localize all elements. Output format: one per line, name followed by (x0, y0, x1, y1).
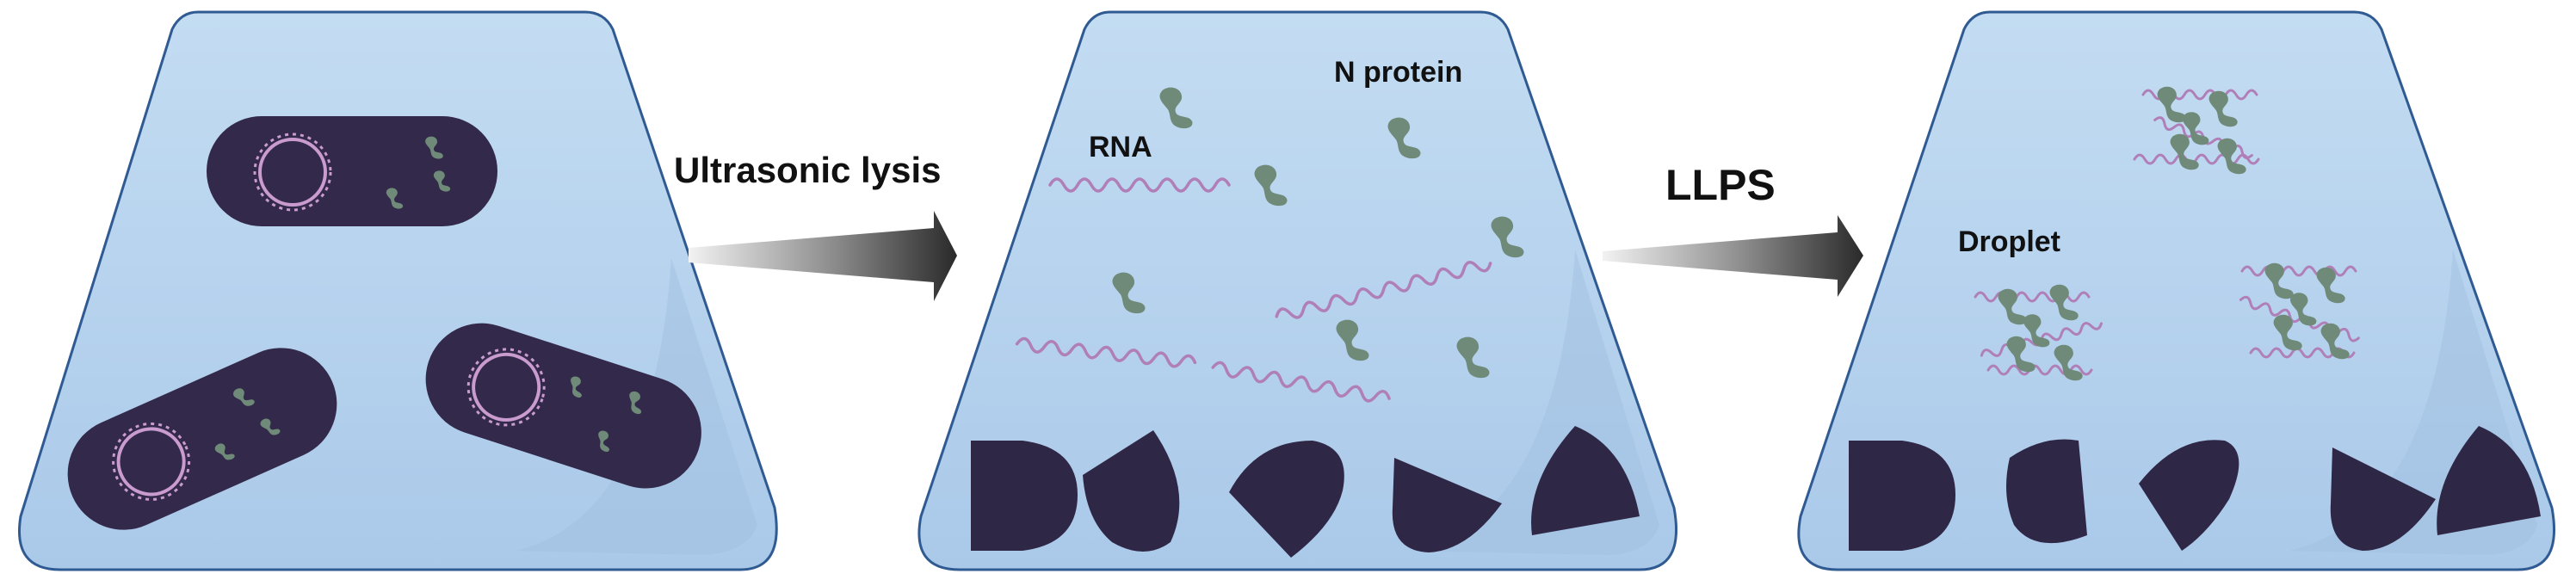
tube-2-body (917, 10, 1678, 571)
n-protein-label: N protein (1334, 56, 1462, 89)
step-2-label: LLPS (1665, 161, 1776, 209)
rna-strand-icon (1211, 361, 1391, 403)
bacterial-cell-icon (67, 348, 337, 530)
arrow-llps: LLPS (1603, 161, 1863, 297)
tube-2-lysate: RNA N protein (917, 10, 1678, 571)
rna-strand-icon (1015, 336, 1197, 368)
tube-3-body (1797, 10, 2556, 571)
droplet-label: Droplet (1958, 225, 2060, 258)
bacterial-cell-icon (425, 323, 701, 489)
cell-debris-icon (1392, 458, 1502, 552)
cell-debris-icon (1083, 430, 1180, 552)
arrow-ultrasonic-lysis: Ultrasonic lysis (674, 150, 957, 301)
rna-strand-icon (1275, 261, 1492, 319)
droplet-cluster (2239, 262, 2360, 360)
cell-debris-icon (2139, 440, 2239, 551)
cell-debris-icon (1229, 441, 1344, 558)
rna-label: RNA (1089, 131, 1152, 164)
cell-debris-icon (1531, 426, 1640, 535)
cell-debris-icon (2330, 447, 2436, 551)
rna-strand-icon (1048, 177, 1231, 193)
cell-debris-icon (2006, 439, 2087, 544)
cell-debris-icon (1849, 441, 1955, 551)
tube-1-highlight (516, 258, 757, 555)
tube-1-cells (18, 10, 778, 571)
cell-debris-icon (971, 441, 1078, 551)
cell-debris-icon (2437, 426, 2541, 535)
process-arrow-icon (1603, 215, 1863, 297)
tube-3-droplets: Droplet (1797, 10, 2556, 571)
droplet-cluster (2133, 86, 2260, 175)
droplet-cluster (1974, 284, 2103, 381)
process-arrow-icon (689, 211, 957, 301)
step-1-label: Ultrasonic lysis (674, 150, 941, 190)
bacterial-cell-icon (207, 116, 497, 226)
